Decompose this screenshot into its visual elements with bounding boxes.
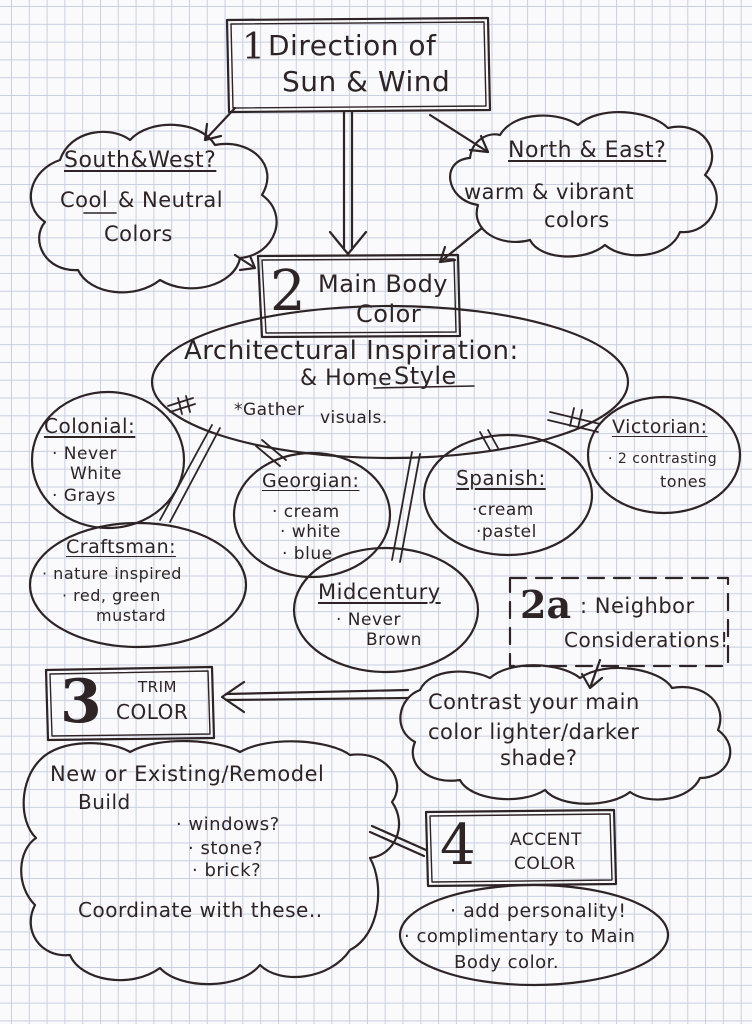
georgian-title: Georgian: bbox=[262, 470, 360, 492]
victorian-item-2: tones bbox=[660, 472, 707, 491]
contrast-to-trim-arrow bbox=[220, 680, 410, 714]
craftsman-item-2: · red, green bbox=[62, 586, 161, 605]
victorian-circle bbox=[586, 395, 742, 515]
georgian-item-3: · blue bbox=[282, 544, 333, 564]
north-east-line1: warm & vibrant bbox=[464, 180, 635, 204]
trim-item-3: · brick? bbox=[192, 860, 262, 881]
midcentury-item-1: · Never bbox=[336, 610, 401, 630]
step1-title-line2: Sun & Wind bbox=[282, 65, 451, 98]
accent-to-trim-arrow bbox=[368, 824, 428, 858]
step1-title-line1: Direction of bbox=[268, 29, 437, 62]
spanish-title: Spanish: bbox=[456, 466, 546, 490]
step3-box bbox=[44, 665, 216, 742]
step4-number: 4 bbox=[440, 813, 476, 878]
south-west-colors: Colors bbox=[104, 222, 173, 246]
step2-number: 2 bbox=[270, 259, 306, 324]
victorian-title: Victorian: bbox=[612, 416, 708, 438]
colonial-item-3: · Grays bbox=[52, 486, 116, 506]
step2a-box bbox=[508, 576, 730, 668]
spanish-item-2: ·pastel bbox=[476, 522, 537, 542]
sw-arrow bbox=[233, 253, 257, 272]
style-underline bbox=[373, 385, 475, 389]
contrast-line2: color lighter/darker bbox=[428, 720, 640, 744]
trim-footer: Coordinate with these.. bbox=[78, 898, 323, 922]
step2a-number: 2a bbox=[520, 582, 572, 627]
arch-note-a: *Gather bbox=[234, 400, 305, 420]
accent-line2: · complimentary to Main bbox=[404, 926, 636, 947]
victorian-item-1: · 2 contrasting bbox=[608, 451, 718, 467]
georgian-item-2: · white bbox=[280, 522, 341, 542]
north-east-cloud bbox=[449, 110, 718, 258]
arch-note-b: visuals. bbox=[320, 408, 388, 428]
contrast-line1: Contrast your main bbox=[428, 690, 640, 714]
ne-arrow bbox=[438, 226, 484, 264]
step1-arrows bbox=[203, 106, 490, 256]
step2a-title-line1: : Neighbor bbox=[580, 594, 695, 618]
south-west-heading: South&West? bbox=[64, 148, 217, 173]
accent-ellipse bbox=[398, 883, 670, 987]
craftsman-title: Craftsman: bbox=[66, 536, 177, 558]
north-east-heading: North & East? bbox=[508, 138, 667, 163]
midcentury-item-2: Brown bbox=[366, 630, 422, 650]
midcentury-title: Midcentury bbox=[318, 580, 441, 604]
trim-item-1: · windows? bbox=[176, 814, 280, 835]
north-east-line2: colors bbox=[544, 208, 610, 232]
georgian-circle bbox=[232, 451, 392, 579]
spanish-circle bbox=[422, 433, 594, 557]
arch-line2-b: Style bbox=[394, 362, 457, 390]
colonial-title: Colonial: bbox=[44, 414, 136, 438]
craftsman-circle bbox=[28, 521, 248, 649]
step2a-title-line2: Considerations! bbox=[564, 628, 729, 652]
step3-number: 3 bbox=[60, 667, 102, 737]
accent-line3: Body color. bbox=[454, 952, 560, 973]
arch-line1: Architectural Inspiration: bbox=[184, 336, 519, 366]
south-west-cool: Cool bbox=[60, 188, 109, 212]
accent-line1: · add personality! bbox=[450, 900, 627, 922]
contrast-line3: shade? bbox=[500, 746, 578, 770]
step4-box bbox=[424, 808, 618, 888]
step3-title-line2: COLOR bbox=[116, 700, 189, 724]
contrast-cloud bbox=[399, 664, 732, 805]
craftsman-item-1: · nature inspired bbox=[42, 564, 182, 583]
arch-line2-a: & Home bbox=[300, 366, 393, 391]
architecture-ellipse bbox=[150, 304, 630, 460]
trim-line1: New or Existing/Remodel bbox=[50, 762, 325, 786]
step2-title-line1: Main Body bbox=[318, 270, 449, 298]
craftsman-item-3: mustard bbox=[96, 606, 167, 625]
step3-title-line1: TRIM bbox=[138, 678, 177, 696]
south-west-neutral: & Neutral bbox=[118, 188, 224, 212]
colonial-item-1: · Never bbox=[52, 444, 117, 464]
georgian-item-1: · cream bbox=[272, 502, 340, 522]
style-connectors bbox=[159, 395, 601, 563]
step2-box bbox=[256, 253, 462, 339]
step4-title-line1: ACCENT bbox=[510, 830, 582, 850]
step2-title-line2: Color bbox=[356, 300, 422, 328]
spanish-item-1: ·cream bbox=[472, 500, 534, 520]
colonial-circle bbox=[30, 390, 186, 530]
colonial-item-2: White bbox=[70, 464, 122, 484]
trim-item-2: · stone? bbox=[188, 838, 263, 859]
trim-line2: Build bbox=[78, 790, 131, 814]
step4-title-line2: COLOR bbox=[514, 854, 576, 874]
midcentury-circle bbox=[292, 546, 480, 674]
trim-cloud bbox=[20, 739, 401, 986]
step1-number: 1 bbox=[242, 27, 265, 68]
step1-box bbox=[225, 16, 492, 114]
